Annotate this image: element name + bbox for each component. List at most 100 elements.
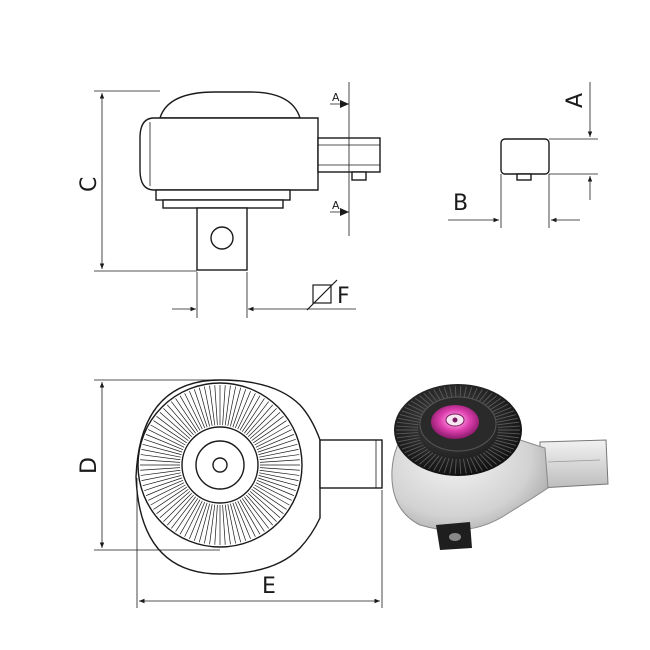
knurl-line [171,496,196,529]
knurl-line [193,389,208,428]
knurl-line [204,504,213,544]
photo-knurl-line [485,450,502,463]
photo-knurl-line [433,456,443,471]
photo-knurl-line [454,458,457,474]
knurl-line [241,498,265,532]
knurl-line [166,494,194,526]
photo-knurl-line [479,453,493,468]
knurl-line [259,467,300,471]
knurl-line [175,398,199,432]
photo-knurl-line [466,458,473,474]
photo-knurl-line [399,439,421,446]
knurl-line [140,454,181,461]
photo-knurl-line [411,400,429,412]
knurl-line [175,498,199,532]
section-view: A B [448,82,598,228]
knurl-line [150,484,186,506]
knurl-line [179,499,201,535]
knurl-line [232,389,247,428]
photo-knurl-line [487,448,505,460]
knurl-line [227,504,236,544]
knurl-line [209,385,216,426]
side-drive-hole [210,226,234,250]
knurl-line [142,443,182,455]
photo-knurl-line [469,457,478,473]
photo-knurl-line [396,421,419,426]
knurl-line [153,486,187,510]
knurl-line [179,395,201,431]
knurl-line [159,491,191,519]
photo-knurl-line [497,432,520,435]
photo-knurl-line [476,455,488,470]
knurl-line [214,385,218,426]
photo-knurl-line [411,448,429,460]
knurl-line [254,484,290,506]
top-knurl-lines [140,385,300,545]
knurl-line [230,387,242,427]
photo-knurl-line [401,410,423,418]
knurl-line [256,479,295,496]
dim-a-label: A [563,93,588,108]
photo-knurl-line [492,407,512,416]
knurl-line [255,482,292,501]
dim-d-label: D [77,457,102,474]
knurl-line [241,398,265,432]
knurl-line [251,489,284,514]
photo-knurl-line [490,446,509,457]
dim-f-label: F [337,284,350,309]
photo-knurl-line [497,434,520,439]
knurl-line [237,500,256,537]
knurl-line [256,434,295,451]
knurl-line [234,501,251,540]
section-square [500,138,550,175]
knurl-line [141,449,181,458]
knurl-line [222,504,226,545]
photo-knurl-line [401,442,423,450]
photo-knurl-line [497,421,520,426]
knurl-line [171,401,196,434]
photo-knurl-line [496,417,518,423]
photo-knurl-line [487,400,505,412]
knurl-line [232,502,247,541]
knurl-line [230,503,242,543]
photo-knurl-line [419,452,434,465]
knurl-line [140,459,181,463]
photo-knurl-line [398,437,420,443]
knurl-line [214,504,218,545]
knurl-line [257,438,296,453]
knurl-line [163,493,192,522]
knurl-line [246,404,274,436]
knurl-line [184,500,203,537]
knurl-line [156,416,189,441]
knurl-line [140,469,181,476]
knurl-line [253,420,287,444]
knurl-line [251,416,284,441]
knurl-line [159,411,191,439]
knurl-line [259,472,299,481]
section-label-bottom: A [332,199,340,212]
knurl-line [246,494,274,526]
knurl-line [239,395,261,431]
knurl-line [259,469,300,476]
photo-knurl-line [496,437,518,443]
photo-knurl-line [462,458,467,474]
photo-knurl-line [396,434,419,439]
photo-knurl-line [428,455,440,470]
knurl-line [224,504,231,545]
knurl-line [248,408,277,437]
photo-knurl-line [438,457,447,473]
knurl-line [189,501,206,540]
photo-knurl-line [423,453,437,468]
knurl-line [144,438,183,453]
photo-knurl-line [482,452,497,465]
knurl-line [239,499,261,535]
knurl-line [156,489,189,514]
knurl-line [184,393,203,430]
dim-e-label: E [262,574,276,599]
knurl-line [150,424,186,446]
photo-knurl-line [449,458,454,474]
knurl-line [198,503,210,543]
square-diagonal-icon [306,279,338,311]
photo-knurl-line [495,439,517,446]
dim-c-label: C [77,177,102,192]
